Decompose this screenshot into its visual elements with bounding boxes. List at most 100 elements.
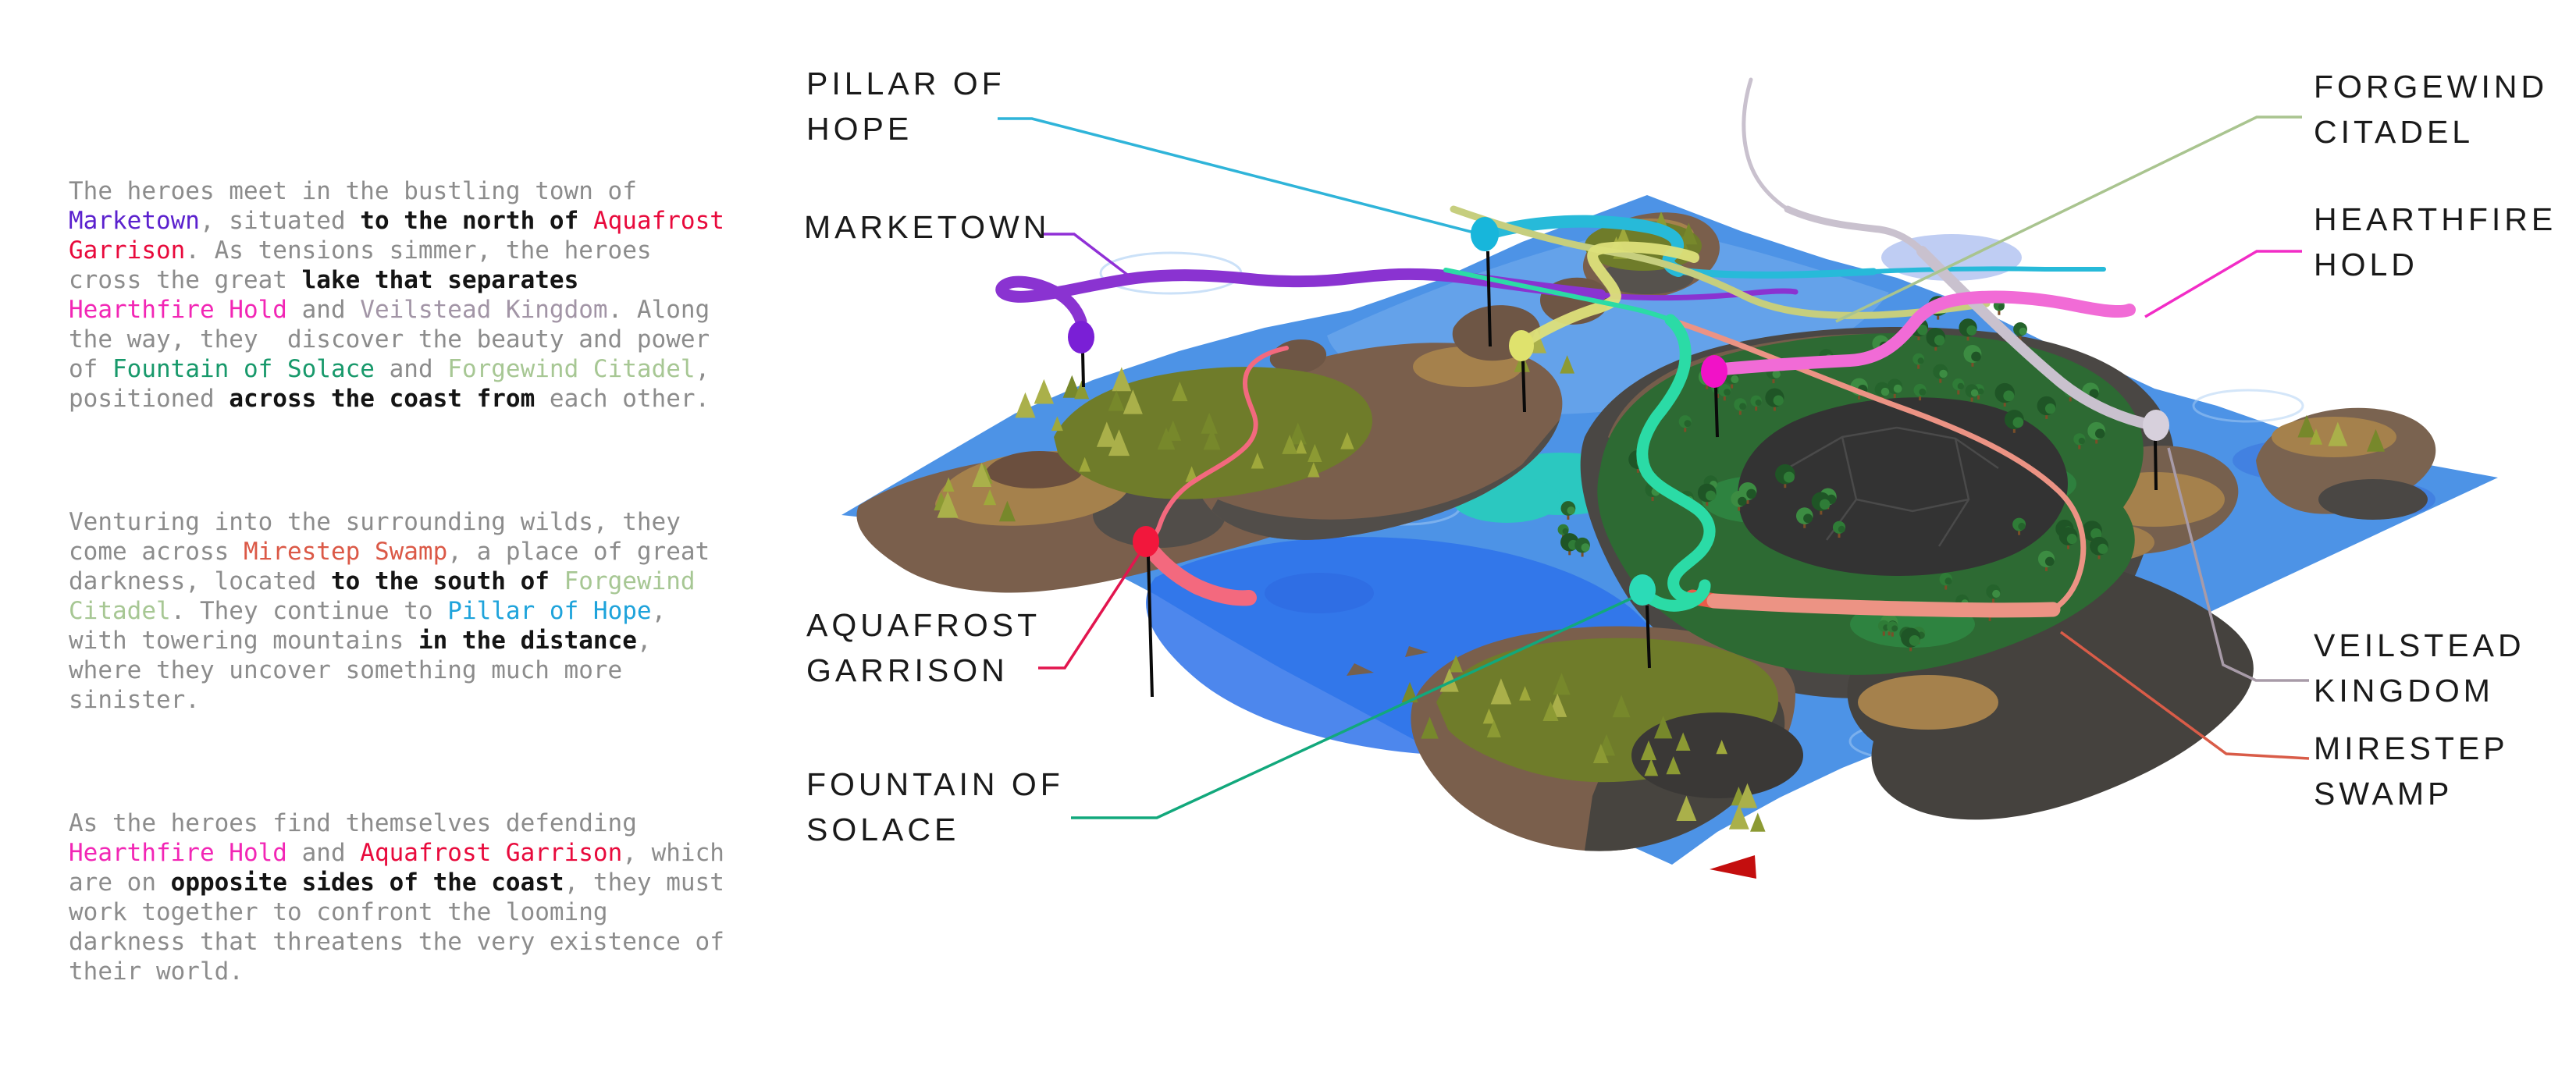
story-segment-body: cross the great [69,266,302,294]
label-fountain-of-solace: FOUNTAIN OF SOLACE [806,762,1064,852]
broadleaf-tree-shade [1838,525,1845,533]
broadleaf-tree-shade [2003,390,2015,402]
broadleaf-tree-shade [2044,556,2055,567]
story-paragraph: Venturing into the surrounding wilds, th… [69,507,771,715]
conifer-tree-icon [1486,719,1501,737]
conifer-tree-icon [1612,695,1631,718]
tree-trunk [1977,391,1980,400]
story-segment-aquafrost: Aquafrost [592,207,724,235]
conifer-tree-icon [1675,732,1691,751]
tree-trunk [1838,530,1841,538]
conifer-tree-icon [2297,414,2316,438]
tree-trunk [1919,393,1922,401]
broadleaf-tree-shade [1783,471,1795,483]
label-line: SOLACE [806,812,960,847]
story-segment-body: As the heroes find themselves defending [69,809,637,837]
conifer-tree-icon [2328,421,2348,446]
story-segment-body: darkness that threatens the very existen… [69,928,724,956]
conifer-tree-icon [1490,678,1512,705]
route-pillar-mid [1674,267,1877,279]
story-segment-body: , [651,597,667,625]
story-segment-marketown: Marketown [69,207,200,235]
tree-trunk [1893,389,1896,398]
story-segment-em: opposite sides of the coast [170,869,564,897]
conifer-tree-icon [1108,390,1125,411]
broadleaf-tree-shade [2044,403,2056,414]
broadleaf-tree-shade [1934,335,1945,346]
broadleaf-tree-shade [1820,499,1831,510]
broadleaf-tree-shade [1992,589,2001,598]
conifer-tree-icon [1676,795,1697,822]
label-line: AQUAFROST [806,607,1041,643]
leader-pillar-of-hope [998,117,1481,236]
conifer-tree-icon [972,462,992,487]
conifer-tree-icon [1728,804,1749,830]
story-segment-pillar: Pillar of Hope [447,597,652,625]
conifer-tree-icon [942,477,955,492]
story-segment-body: the way, they discover the beauty and po… [69,325,710,353]
broadleaf-tree-shade [1880,387,1890,396]
tree-trunk [1581,549,1584,557]
label-hearthfire-hold: HEARTHFIRE HOLD [2314,197,2556,287]
broadleaf-tree-shade [1917,357,1924,364]
story-segment-body: darkness, located [69,567,331,595]
marker-pillar-pin [1486,250,1492,347]
marker-yellow-pin [1521,360,1526,413]
conifer-tree-icon [937,491,959,518]
far-right-island-face [2318,479,2428,520]
conifer-tree-icon [1560,355,1575,374]
story-segment-em: to the south of [330,567,550,595]
conifer-tree-icon [1617,226,1630,242]
marker-fountain-pin [1646,605,1651,669]
story-segment-body: positioned [69,385,229,413]
conifer-tree-icon [1289,422,1307,445]
story-segment-body: and [286,296,361,324]
broadleaf-tree-shade [1705,490,1717,501]
tree-trunk [1970,393,1973,402]
story-segment-body: . They continue to [170,597,448,625]
fantasy-terrain-map [841,77,2498,879]
broadleaf-tree-shade [1891,625,1898,632]
conifer-tree-icon [1172,381,1188,402]
broadleaf-tree-shade [1755,400,1762,406]
conifer-tree-icon [1096,421,1117,447]
conifer-tree-icon [1034,378,1054,404]
conifer-tree-icon [1282,435,1298,454]
tree-trunk [2078,441,2081,449]
water-shade [1265,573,1374,613]
conifer-tree-icon [1062,375,1081,398]
route-fountain-thick [1636,314,1716,605]
tree-trunk [1562,531,1565,540]
conifer-tree-icon [1542,701,1559,722]
conifer-tree-icon [998,500,1016,522]
story-segment-body: with towering mountains [69,627,418,655]
conifer-tree-icon [2309,428,2323,445]
cave-dome-small [1631,712,1803,798]
broadleaf-tree-shade [1567,506,1575,515]
left-island-darkpatch [985,451,1083,488]
story-segment-em: across the coast from [229,385,535,413]
story-segment-body: , they must [564,869,724,897]
route-mirestep-thick [1706,593,2061,618]
leader-hearthfire-hold [2144,250,2302,318]
conifer-tree-icon [1185,466,1198,482]
label-line: CITADEL [2314,114,2475,150]
story-segment-fountain: Fountain of Solace [112,355,375,383]
leader-mirestep-swamp [2059,631,2310,760]
conifer-tree-icon [1401,681,1418,703]
broadleaf-tree-shade [1919,388,1927,396]
conifer-tree-icon [1449,655,1463,673]
conifer-tree-icon [1201,412,1218,434]
story-segment-aquafrost: Garrison [69,236,186,265]
swamp-sand [1858,675,1998,730]
tree-trunk [1882,627,1885,636]
conifer-tree-icon [1308,462,1320,478]
story-segment-forgewind: Citadel [69,597,171,625]
conifer-tree-icon [1553,673,1571,695]
conifer-tree-icon [1079,457,1091,472]
story-segment-body: their world. [69,957,244,986]
broadleaf-tree-shade [1803,513,1813,524]
conifer-tree-icon [1519,686,1531,701]
broadleaf-tree-shade [1684,420,1692,428]
route-veilstead-mid [1784,205,1926,255]
